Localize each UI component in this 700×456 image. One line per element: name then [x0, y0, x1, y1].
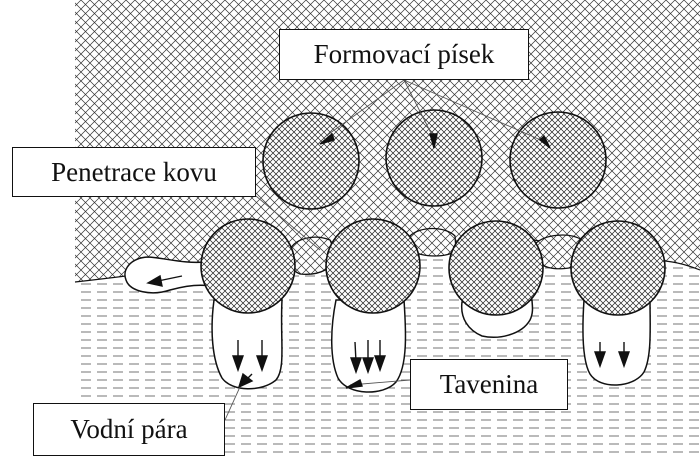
upper-grains [263, 110, 606, 209]
sand-grain [571, 221, 665, 315]
sand-grain [386, 110, 482, 206]
sand-grain [449, 221, 543, 315]
label-water-vapor: Vodní pára [33, 403, 225, 456]
sand-grain [326, 219, 420, 313]
label-metal-penetration: Penetrace kovu [12, 147, 256, 197]
label-molding-sand: Formovací písek [279, 29, 529, 80]
sand-grain [510, 112, 606, 208]
label-melt: Tavenina [410, 359, 568, 410]
sand-grain [201, 219, 295, 313]
sand-grain [263, 113, 359, 209]
